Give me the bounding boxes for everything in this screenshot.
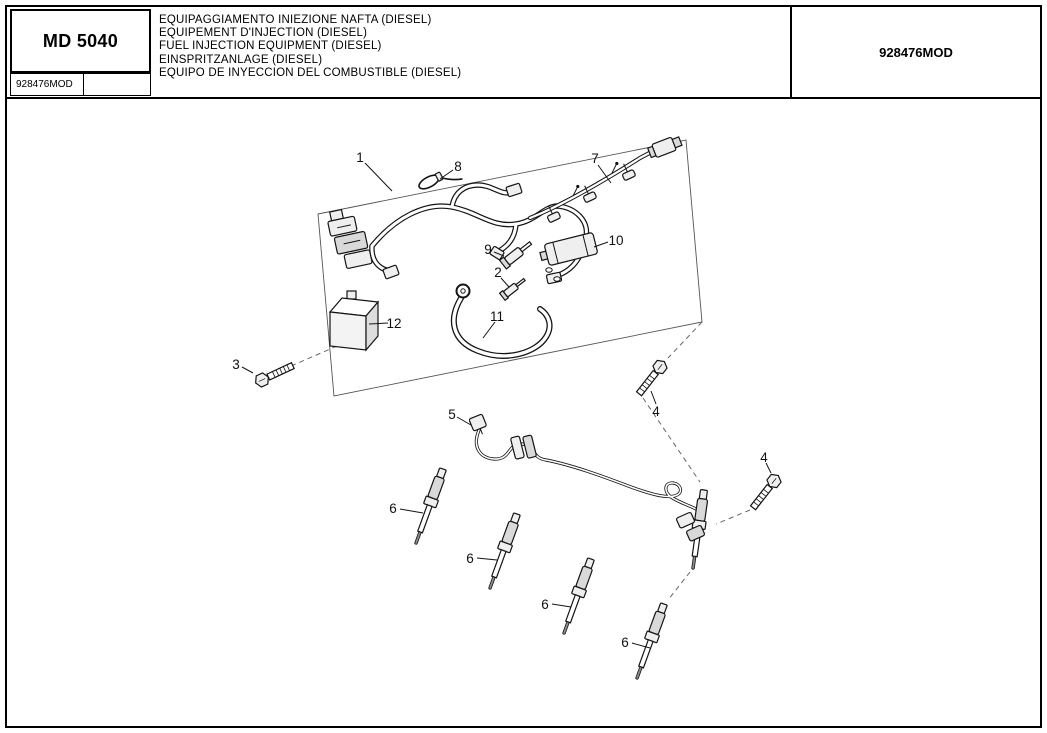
title-line-en: FUEL INJECTION EQUIPMENT (DIESEL) (159, 40, 382, 53)
callout-6b: 6 (466, 551, 474, 566)
glow-plug-2 (482, 511, 524, 592)
model-code-box: 928476MOD (10, 73, 151, 96)
page-border (5, 5, 1042, 728)
fuel-line-pin (572, 184, 580, 197)
relay (328, 290, 380, 352)
right-code-box: 928476MOD (790, 7, 1040, 97)
callout-6d: 6 (621, 635, 629, 650)
header: MD 5040 928476MOD EQUIPAGGIAMENTO INIEZI… (7, 7, 1040, 99)
callout-leader-lines (241, 162, 772, 649)
washers (545, 267, 561, 282)
right-code-label: 928476MOD (879, 44, 953, 60)
glow-plug-1 (408, 466, 450, 547)
title-line-es: EQUIPO DE INYECCION DEL COMBUSTIBLE (DIE… (159, 66, 462, 79)
callout-6c: 6 (541, 597, 549, 612)
title-line-it: EQUIPAGGIAMENTO INIEZIONE NAFTA (DIESEL) (159, 14, 432, 26)
fuel-line-pin (611, 161, 619, 174)
model-box: MD 5040 (10, 9, 151, 73)
harness-connector (505, 182, 523, 198)
fuel-line-stub (622, 163, 636, 181)
callout-4b: 4 (760, 450, 768, 465)
title-line-de: EINSPRITZANLAGE (DIESEL) (159, 53, 323, 66)
harness-connector (382, 264, 400, 280)
screw (498, 277, 526, 302)
dashed-line (642, 397, 701, 483)
callout-11: 11 (490, 309, 504, 324)
callout-6a: 6 (389, 501, 397, 516)
resistor-unit (539, 232, 598, 266)
bolt-4-lower (747, 471, 784, 513)
assembly-connector (676, 511, 696, 529)
dashed-line (715, 509, 751, 525)
fuel-line-fitting (646, 136, 683, 159)
model-label: MD 5040 (42, 30, 119, 51)
title-line-fr: EQUIPEMENT D'INJECTION (DIESEL) (159, 27, 368, 40)
model-code-label: 928476MOD (16, 79, 73, 90)
glow-harness-connector (468, 413, 487, 435)
glow-plug-4 (629, 601, 671, 682)
dashed-line (667, 571, 691, 601)
callout-8: 8 (454, 159, 462, 174)
assembly-connector (686, 524, 706, 542)
callout-labels: 1 8 7 9 10 2 11 12 3 4 5 6 6 6 6 4 (232, 150, 768, 650)
fuel-line-stub (583, 185, 597, 203)
harness-connector-block (327, 208, 373, 269)
bolt-3 (252, 359, 297, 390)
ring-terminal (455, 283, 471, 299)
callout-9: 9 (484, 242, 492, 257)
callout-12: 12 (386, 316, 401, 331)
callout-7: 7 (591, 151, 599, 166)
callout-10: 10 (608, 233, 623, 248)
callout-5: 5 (448, 407, 456, 422)
callout-1: 1 (356, 150, 364, 165)
title-block: EQUIPAGGIAMENTO INIEZIONE NAFTA (DIESEL)… (159, 14, 461, 80)
model-code-divider (83, 73, 84, 96)
glow-plug-3 (556, 556, 598, 637)
sensor (498, 240, 533, 270)
callout-3: 3 (232, 357, 240, 372)
glow-harness-clip (510, 434, 537, 460)
callout-4a: 4 (652, 404, 660, 419)
glow-plug-harness (474, 428, 700, 512)
ground-cable (454, 295, 550, 356)
callout-2: 2 (494, 265, 502, 280)
explosion-dashed-lines (290, 321, 751, 601)
fuel-line-stub (547, 205, 561, 223)
